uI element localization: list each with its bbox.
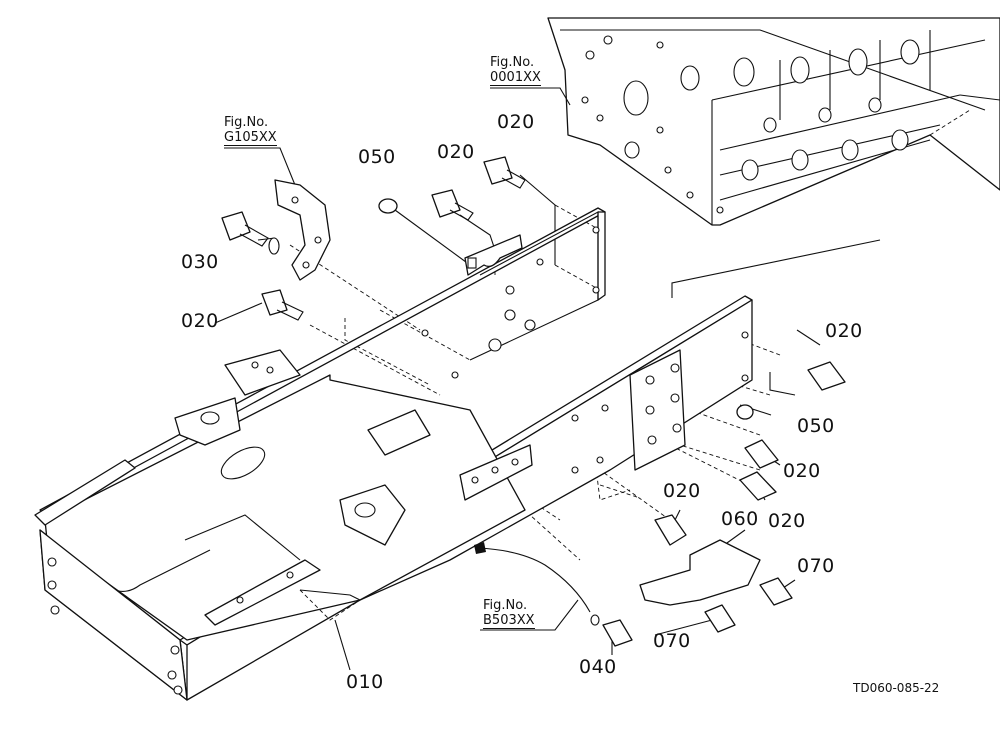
part-label-070-b: 070 [653,630,691,652]
part-label-070-a: 070 [797,555,835,577]
part-label-020-f: 020 [663,480,701,502]
part-label-030: 030 [181,251,219,273]
figure-ref-harness-line2: B503XX [483,613,535,629]
part-label-050-a: 050 [358,146,396,168]
part-label-020-a: 020 [497,111,535,133]
part-label-010: 010 [346,671,384,693]
part-label-050-b: 050 [797,415,835,437]
figure-ref-harness-line1: Fig.No. [483,598,528,613]
part-label-020-d: 020 [825,320,863,342]
figure-ref-bracket-line2: G105XX [224,130,277,146]
figure-ref-bracket: Fig.No. G105XX [224,115,277,146]
part-label-020-c: 020 [181,310,219,332]
figure-ref-harness: Fig.No. B503XX [483,598,535,629]
figure-ref-bracket-line1: Fig.No. [224,115,269,130]
part-label-020-g: 020 [768,510,806,532]
part-label-020-e: 020 [783,460,821,482]
part-label-060: 060 [721,508,759,530]
figure-ref-engine-line1: Fig.No. [490,55,535,70]
fasteners-drawing [221,156,846,647]
part-label-040: 040 [579,656,617,678]
main-frame-drawing [34,207,753,701]
figure-ref-engine-line2: 0001XX [490,70,541,86]
engine-block-drawing [547,17,1000,226]
document-id: TD060-085-22 [853,681,940,695]
part-label-020-b: 020 [437,141,475,163]
figure-ref-engine: Fig.No. 0001XX [490,55,541,86]
